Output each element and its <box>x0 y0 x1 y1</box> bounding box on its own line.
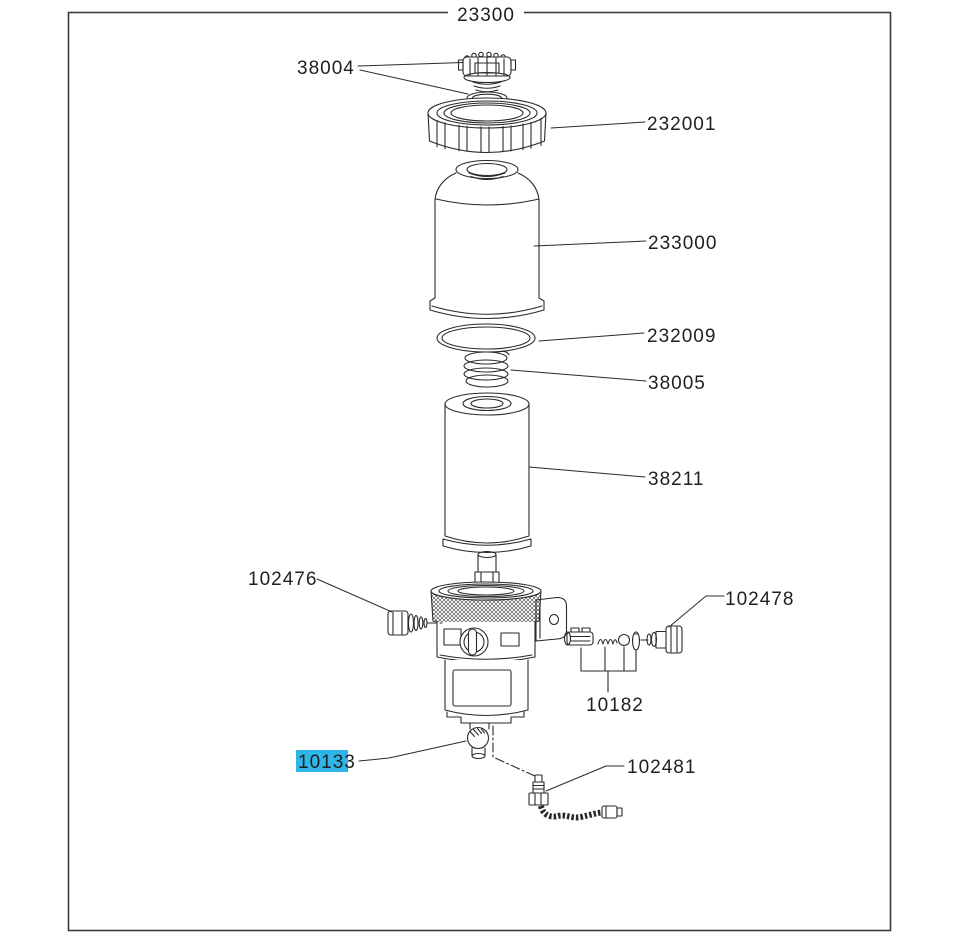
leader-10133 <box>358 740 467 762</box>
spring-drawing <box>463 350 510 388</box>
part-label-10133-highlighted[interactable]: 10133 <box>298 752 356 773</box>
part-label-102476[interactable]: 102476 <box>248 569 317 590</box>
assembly-number-title: 23300 <box>457 5 515 26</box>
part-label-232001[interactable]: 232001 <box>647 114 716 135</box>
oring-drawing <box>436 323 536 353</box>
title-gap <box>448 2 524 23</box>
leader-232009 <box>538 332 645 342</box>
centerlines <box>427 622 649 778</box>
filter-element-drawing <box>442 392 532 554</box>
leader-38004-a <box>357 62 464 67</box>
leader-232001 <box>550 121 646 129</box>
part-label-38004[interactable]: 38004 <box>297 58 355 79</box>
leader-102478 <box>668 595 725 628</box>
leader-102476 <box>316 578 393 613</box>
part-label-38005[interactable]: 38005 <box>648 373 706 394</box>
inlet-fitting-drawing <box>387 610 428 636</box>
part-label-102481[interactable]: 102481 <box>627 757 696 778</box>
highlight-10133 <box>296 750 348 772</box>
leader-38005 <box>510 369 647 382</box>
leader-102481 <box>545 765 625 792</box>
leader-38004-b <box>359 69 469 95</box>
canister-drawing <box>429 159 545 319</box>
part-label-38211[interactable]: 38211 <box>648 469 704 490</box>
leader-lines <box>316 62 725 792</box>
part-label-10182[interactable]: 10182 <box>586 695 644 716</box>
water-sensor-drawing <box>528 774 623 821</box>
ring-nut-drawing <box>427 97 547 153</box>
outlet-bolt-drawing <box>646 625 683 654</box>
part-label-102478[interactable]: 102478 <box>725 589 794 610</box>
part-label-233000[interactable]: 233000 <box>648 233 717 254</box>
vent-plug-drawing <box>457 51 517 105</box>
leader-233000 <box>533 240 647 247</box>
part-label-232009[interactable]: 232009 <box>647 326 716 347</box>
valve-kit-drawing <box>563 627 641 693</box>
filter-head-drawing <box>430 550 568 760</box>
leader-38211 <box>528 466 646 478</box>
